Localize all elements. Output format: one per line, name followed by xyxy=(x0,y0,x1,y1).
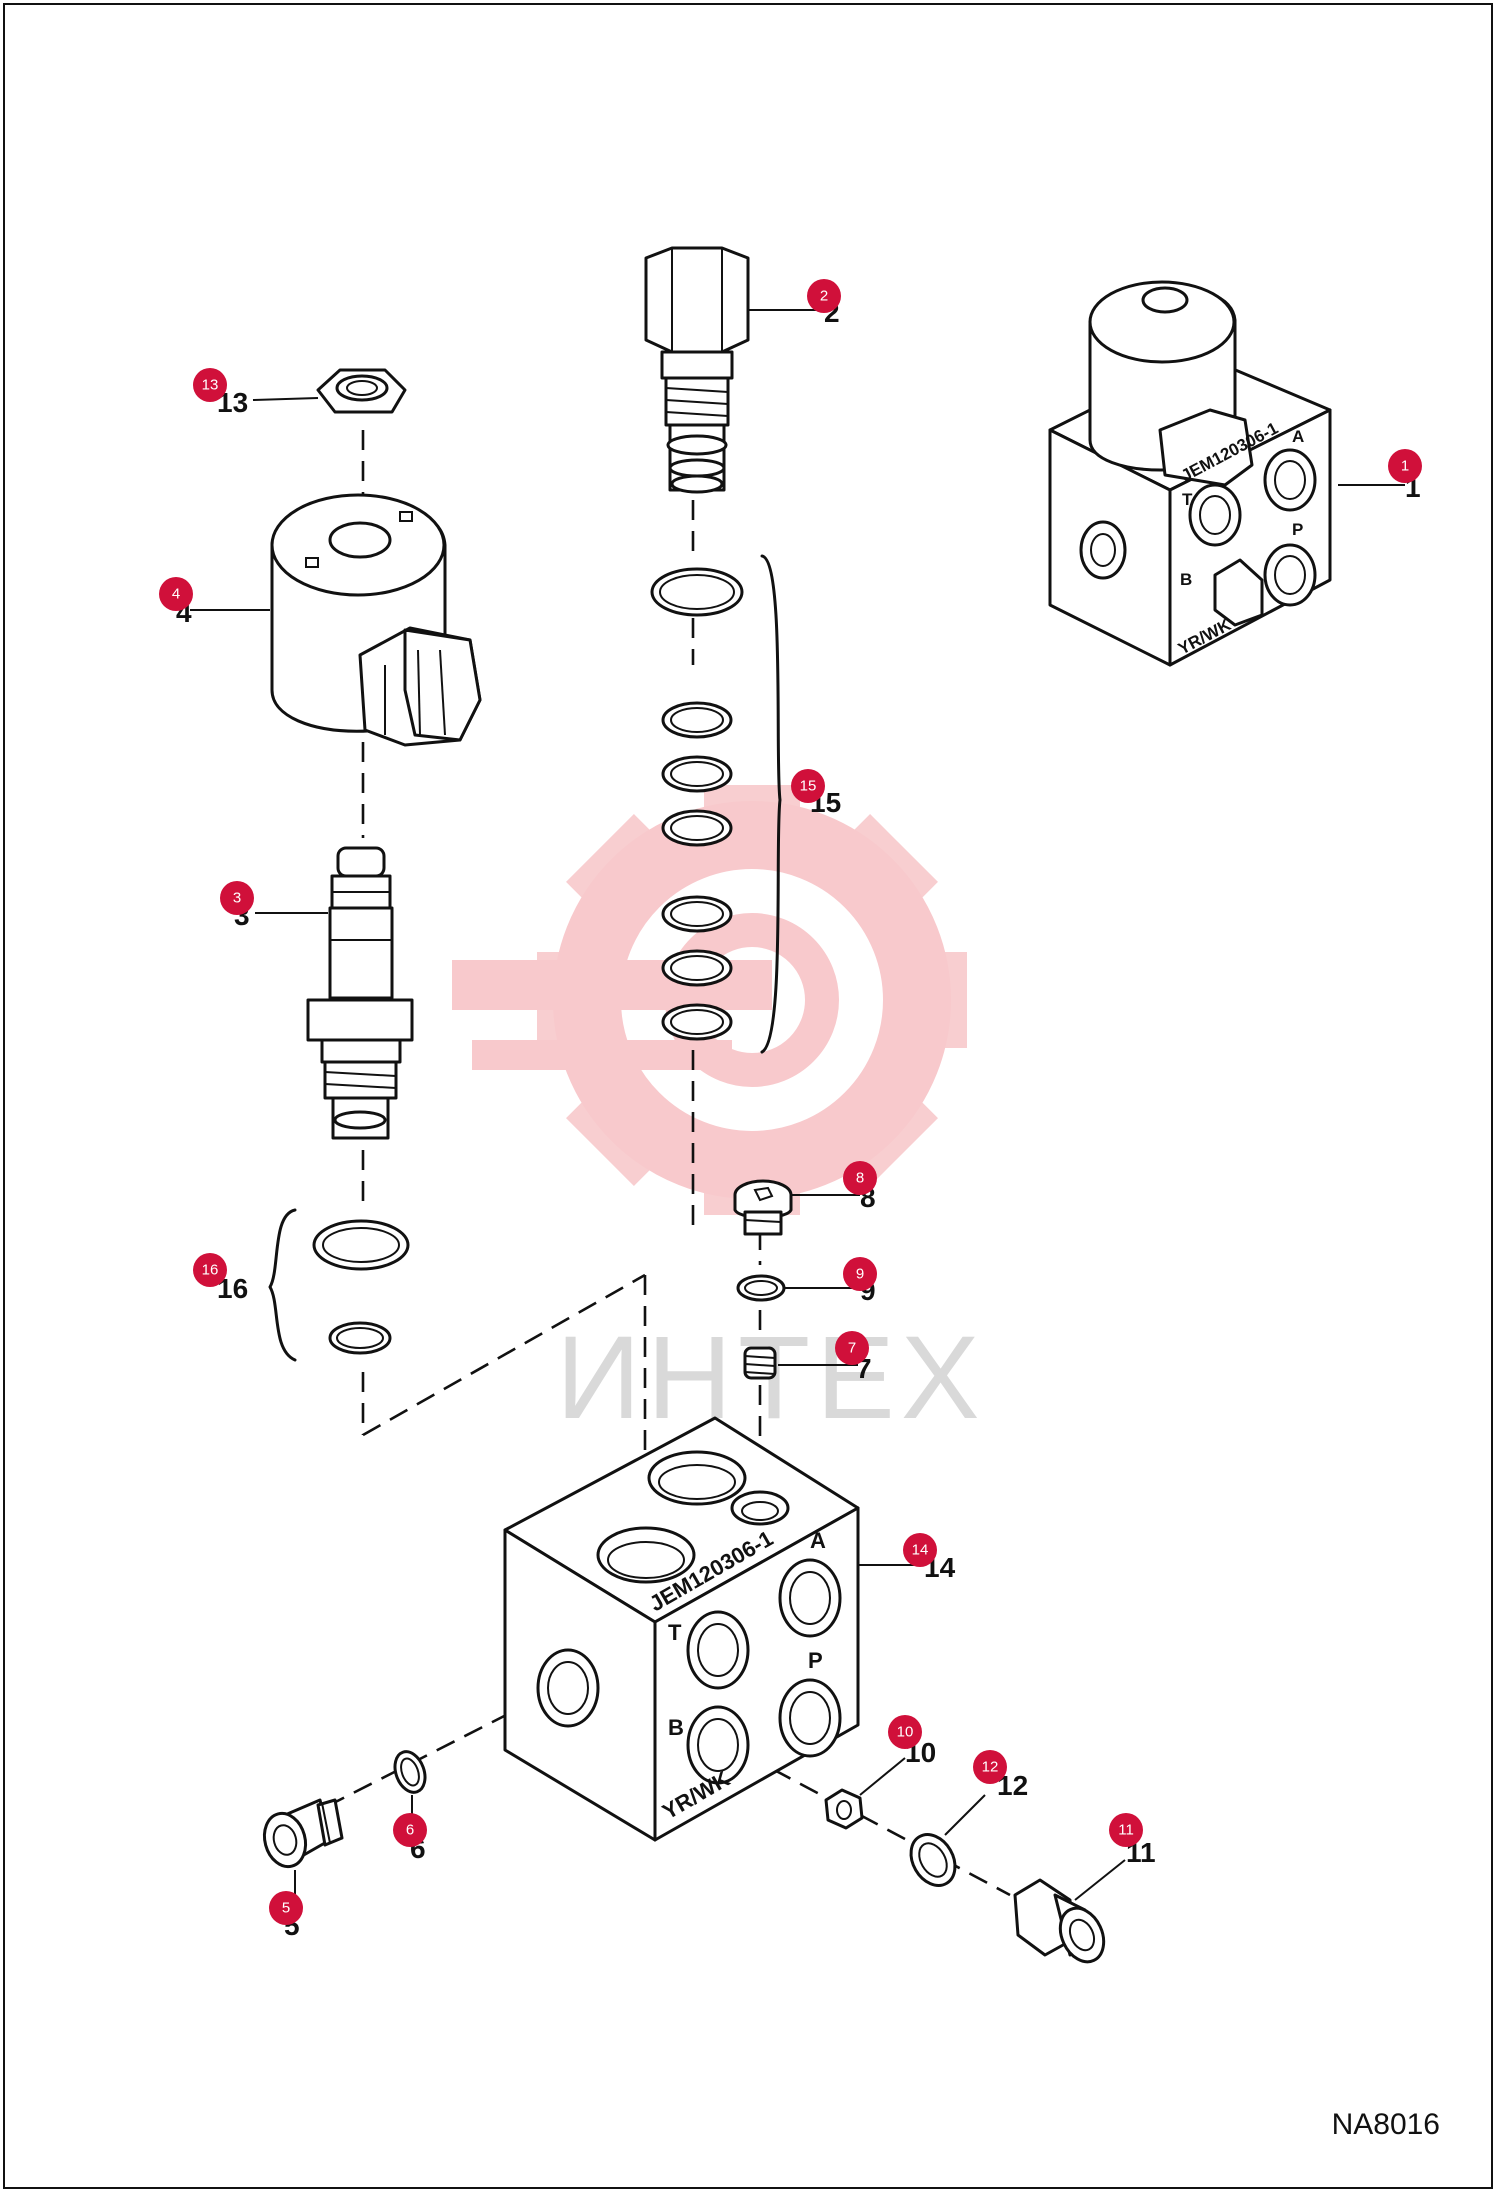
callout-badge-10[interactable]: 10 xyxy=(888,1715,922,1749)
block-port-b: B xyxy=(668,1715,684,1740)
svg-text:8: 8 xyxy=(856,1170,864,1187)
solenoid-coil xyxy=(270,493,482,747)
callout-badge-14[interactable]: 14 xyxy=(903,1533,937,1567)
port-plug xyxy=(262,1798,344,1869)
straight-fitting xyxy=(1013,1878,1106,1964)
callout-badge-4[interactable]: 4 xyxy=(159,577,193,611)
svg-text:1: 1 xyxy=(1401,458,1409,475)
svg-text:15: 15 xyxy=(800,778,817,795)
callout-badge-15[interactable]: 15 xyxy=(791,769,825,803)
callout-badge-7[interactable]: 7 xyxy=(835,1331,869,1365)
callout-badge-6[interactable]: 6 xyxy=(393,1813,427,1847)
svg-text:9: 9 xyxy=(856,1266,864,1283)
callout-badge-11[interactable]: 11 xyxy=(1109,1813,1143,1847)
cartridge-o-rings xyxy=(268,1208,410,1362)
callout-badge-8[interactable]: 8 xyxy=(843,1161,877,1195)
svg-text:13: 13 xyxy=(202,377,219,394)
block-port-p: P xyxy=(808,1648,823,1673)
callout-badge-16[interactable]: 16 xyxy=(193,1253,227,1287)
svg-text:10: 10 xyxy=(897,1724,914,1741)
leader-lines xyxy=(190,309,1405,1901)
svg-text:16: 16 xyxy=(202,1262,219,1279)
diagram-frame xyxy=(3,3,1493,2189)
callout-badge-9[interactable]: 9 xyxy=(843,1257,877,1291)
svg-text:12: 12 xyxy=(982,1759,999,1776)
watermark: ИНТЕХ xyxy=(452,785,980,1444)
svg-text:7: 7 xyxy=(848,1340,856,1357)
watermark-gear-icon xyxy=(452,785,967,1215)
svg-text:11: 11 xyxy=(1118,1822,1134,1839)
block-port-a: A xyxy=(810,1528,826,1553)
valve-assembly-overview: JEM120306-1 A T P B YR/WK xyxy=(1048,280,1332,667)
seal-kit-o-rings xyxy=(650,554,782,1054)
svg-text:5: 5 xyxy=(282,1900,290,1917)
callout-badge-5[interactable]: 5 xyxy=(269,1891,303,1925)
svg-text:6: 6 xyxy=(406,1822,414,1839)
valve-body-block: JEM120306-1 A T P B YR/WK xyxy=(503,1416,860,1842)
svg-text:4: 4 xyxy=(172,586,180,603)
callout-badges: 1 2 3 4 5 6 7 8 9 10 11 12 13 14 15 16 xyxy=(159,279,1422,1925)
overview-port-p: P xyxy=(1292,520,1303,539)
overview-port-t: T xyxy=(1182,490,1193,509)
callout-badge-13[interactable]: 13 xyxy=(193,368,227,402)
fitting-o-ring xyxy=(909,1833,957,1887)
callout-badge-12[interactable]: 12 xyxy=(973,1750,1007,1784)
overview-port-a: A xyxy=(1292,427,1304,446)
callout-badge-2[interactable]: 2 xyxy=(807,279,841,313)
coil-nut xyxy=(316,368,407,414)
block-port-t: T xyxy=(668,1620,682,1645)
svg-text:2: 2 xyxy=(820,288,828,305)
callout-badge-3[interactable]: 3 xyxy=(220,881,254,915)
plug-o-ring xyxy=(736,1274,786,1302)
svg-text:3: 3 xyxy=(233,890,241,907)
orifice-nut xyxy=(824,1788,864,1830)
plug-o-ring-small xyxy=(393,1750,427,1794)
solenoid-cartridge xyxy=(306,846,414,1140)
hex-plug xyxy=(733,1179,793,1236)
svg-text:14: 14 xyxy=(912,1542,929,1559)
figure-reference-code: NA8016 xyxy=(1331,2108,1440,2141)
overview-port-b: B xyxy=(1180,570,1192,589)
orifice-insert xyxy=(743,1346,777,1380)
relief-valve-cartridge xyxy=(644,246,750,494)
callout-badge-1[interactable]: 1 xyxy=(1388,449,1422,483)
